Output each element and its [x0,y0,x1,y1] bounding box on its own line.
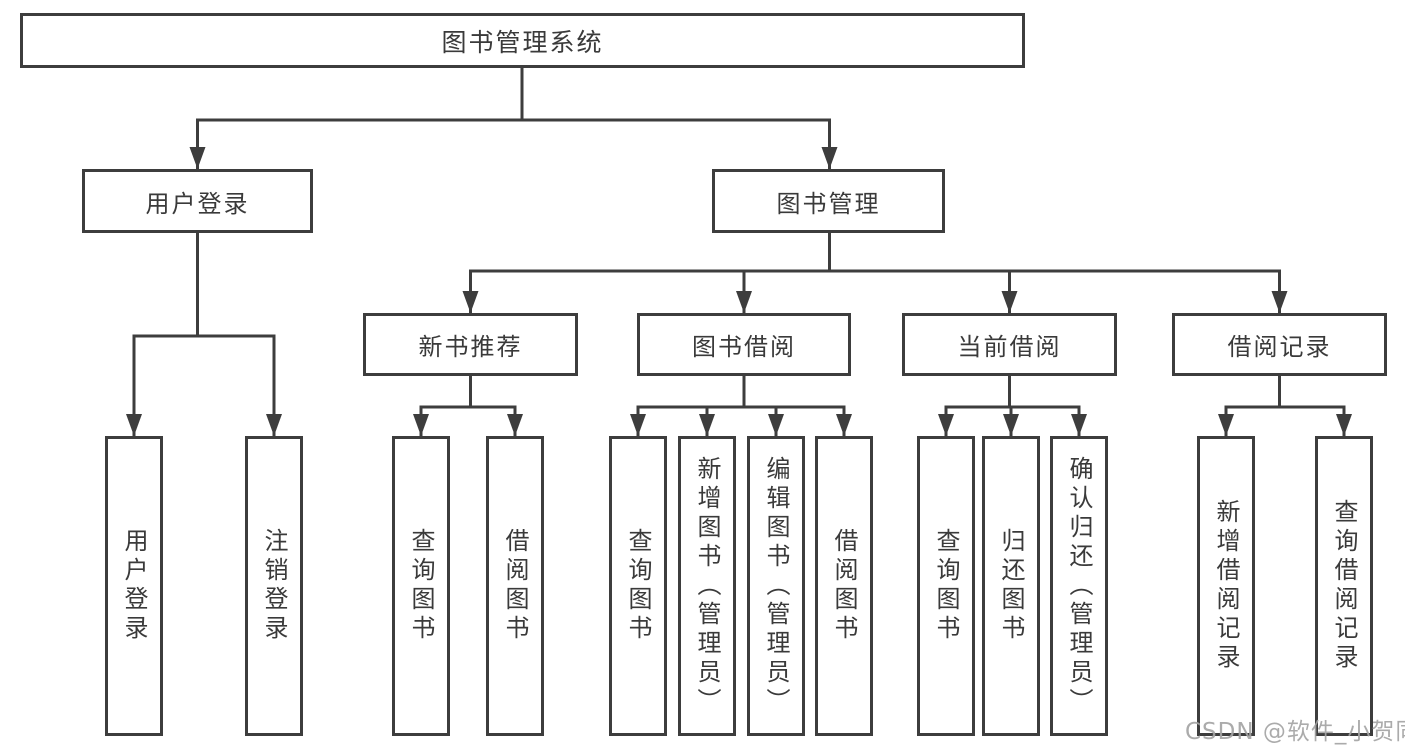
node-library-management-system: 图书管理系统 [20,13,1025,68]
node-current-borrowing: 当前借阅 [902,313,1117,376]
leaf-user-login: 用户登录 [105,436,163,736]
node-book-borrowing: 图书借阅 [637,313,851,376]
leaf-confirm-return-admin: 确认归还（管理员） [1050,436,1108,736]
csdn-watermark: CSDN @软件_小贺同学 [1185,719,1405,745]
connector-new-book-group [413,376,523,436]
leaf-recommend-borrow-books: 借阅图书 [486,436,544,736]
leaf-add-books-admin: 新增图书（管理员） [678,436,736,736]
leaf-borrowing-query-books: 查询图书 [609,436,667,736]
connector-book-mgmt-branch [462,233,1288,313]
leaf-return-books: 归还图书 [982,436,1040,736]
node-borrowing-records: 借阅记录 [1172,313,1387,376]
leaf-borrow-books: 借阅图书 [815,436,873,736]
leaf-edit-books-admin: 编辑图书（管理员） [747,436,805,736]
leaf-query-borrow-record: 查询借阅记录 [1315,436,1373,736]
connector-current-borrow-group [938,376,1087,436]
connector-book-borrow-group [630,376,852,436]
leaf-logout: 注销登录 [245,436,303,736]
leaf-recommend-query-books: 查询图书 [392,436,450,736]
connector-user-login-branch [126,233,282,436]
leaf-add-borrow-record: 新增借阅记录 [1197,436,1255,736]
leaf-current-query-books: 查询图书 [917,436,975,736]
connector-root-to-level2 [189,68,838,169]
node-user-login: 用户登录 [82,169,313,233]
node-new-book-recommend: 新书推荐 [363,313,578,376]
node-book-management: 图书管理 [712,169,945,233]
connector-borrow-record-group [1218,376,1352,436]
